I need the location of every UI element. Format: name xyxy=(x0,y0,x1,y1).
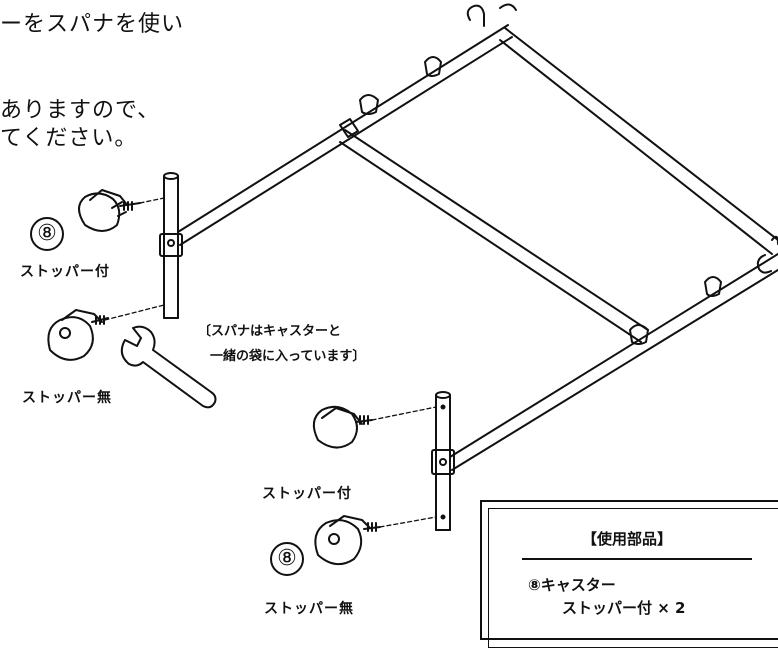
caster-right-upper-drawing xyxy=(312,405,373,449)
caster-label-right-upper: ストッパー付 xyxy=(262,486,352,502)
caster-label-top-left: ストッパー付 xyxy=(20,264,110,280)
parts-box-divider xyxy=(522,558,752,560)
joint-clamps xyxy=(339,56,722,345)
hooks xyxy=(466,3,778,274)
parts-box-title: 【使用部品】 xyxy=(582,530,673,548)
spanner-note-line-1: 〔スパナはキャスターと xyxy=(198,324,342,339)
spanner-drawing xyxy=(120,325,217,409)
right-post xyxy=(431,391,455,531)
parts-box-item-2: ストッパー付 × 2 xyxy=(562,599,686,617)
caster-label-bottom-left: ストッパー無 xyxy=(22,390,112,406)
parts-box: 【使用部品】 ⑧キャスター ストッパー付 × 2 xyxy=(480,500,778,648)
part-number-top: ⑧ xyxy=(30,217,64,251)
instruction-line-2: ありますので、 xyxy=(0,98,161,123)
caster-label-right-lower: ストッパー無 xyxy=(264,601,354,617)
assembly-diagram xyxy=(47,3,778,566)
caster-right-lower-drawing xyxy=(314,515,381,566)
left-post xyxy=(159,172,183,319)
frame-tube-back-top xyxy=(499,27,778,255)
instruction-line-3: てください。 xyxy=(0,126,138,151)
instruction-line-1: ーをスパナを使い xyxy=(0,12,185,37)
frame-tube-front xyxy=(449,253,778,471)
guide-lines xyxy=(104,197,437,528)
frame-tube-middle xyxy=(339,129,649,343)
part-number-bottom: ⑧ xyxy=(270,542,304,576)
frame-tube-back-left xyxy=(177,24,513,246)
parts-box-item-1: ⑧キャスター xyxy=(528,576,616,594)
caster-top-left-drawing xyxy=(78,189,141,232)
caster-bottom-left-drawing xyxy=(47,309,109,361)
spanner-note-line-2: 一緒の袋に入っています〕 xyxy=(210,349,366,364)
